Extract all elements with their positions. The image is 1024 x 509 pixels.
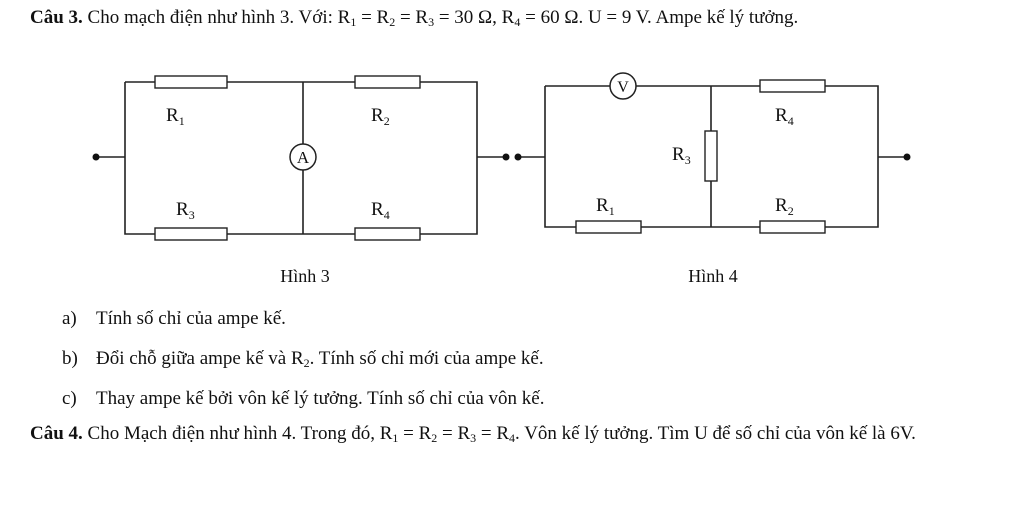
q4-text: = R	[437, 423, 471, 444]
fig4-label-r3: R3	[672, 144, 691, 167]
fig3-label-r3: R3	[176, 199, 195, 222]
q4-text: = R	[476, 423, 510, 444]
q3-text: Cho mạch điện như hình 3. Với: R	[82, 7, 351, 28]
fig3-resistor-r4	[354, 227, 421, 241]
q3-text: = R	[356, 7, 390, 28]
fig4-resistor-r2	[759, 220, 826, 234]
fig3-resistor-r3	[154, 227, 228, 241]
fig3-label-r4: R4	[371, 199, 390, 222]
q4-sub: 2	[431, 431, 438, 445]
fig4-label-r4: R4	[775, 105, 794, 128]
fig4-resistor-r4	[759, 79, 826, 93]
fig3-label-r2: R2	[371, 105, 390, 128]
voltmeter-label: V	[617, 79, 629, 96]
ammeter-label: A	[297, 148, 310, 167]
item-a-label: a)	[62, 308, 77, 329]
item-b-text: Đổi chỗ giữa ampe kế và R	[96, 348, 304, 369]
figure-3-circuit: A R1 R2 R3 R4 Hình 3	[92, 75, 510, 286]
q3-sub: 1	[350, 15, 357, 29]
fig3-terminal-right	[502, 153, 510, 161]
q4-text: . Vôn kế lý tưởng. Tìm U để số chỉ của v…	[515, 423, 916, 444]
fig4-terminal-right	[903, 153, 911, 161]
q4-sub: 4	[509, 431, 516, 445]
fig4-resistor-r1	[575, 220, 642, 234]
item-b-text: . Tính số chỉ mới của ampe kế.	[309, 348, 544, 369]
voltmeter-symbol	[609, 72, 637, 100]
fig4-label-r2: R2	[775, 195, 794, 218]
item-c-label: c)	[62, 388, 77, 409]
item-a-text: Tính số chỉ của ampe kế.	[96, 308, 286, 329]
ammeter-symbol	[289, 143, 317, 171]
q3-text: = 60 Ω. U = 9 V. Ampe kế lý tưởng.	[520, 7, 799, 28]
q4-sub: 3	[470, 431, 477, 445]
item-b: b) Đổi chỗ giữa ampe kế và R2. Tính số ch…	[62, 346, 544, 386]
item-b-label: b)	[62, 348, 78, 369]
q3-sub: 2	[389, 15, 396, 29]
figure-4-circuit: V R4 R3 R1 R2 Hình 4	[514, 72, 911, 286]
fig3-terminal-left	[92, 153, 100, 161]
fig3-caption: Hình 3	[280, 266, 330, 286]
item-b-sub: 2	[303, 356, 310, 370]
item-a: a) Tính số chỉ của ampe kế.	[62, 306, 544, 346]
item-c: c) Thay ampe kế bởi vôn kế lý tưởng. Tính…	[62, 386, 544, 426]
fig4-label-r1: R1	[596, 195, 615, 218]
fig4-resistor-r3	[704, 130, 718, 182]
fig4-terminal-left	[514, 153, 522, 161]
q3-text: = 30 Ω, R	[434, 7, 515, 28]
question-3-items: a) Tính số chỉ của ampe kế. b) Đổi chỗ giữ…	[62, 306, 544, 426]
fig4-caption: Hình 4	[688, 266, 738, 286]
question-4: Câu 4. Cho Mạch điện như hình 4. Trong đ…	[30, 420, 990, 447]
q4-text: = R	[398, 423, 432, 444]
q3-sub: 3	[428, 15, 435, 29]
fig3-resistor-r2	[354, 75, 421, 89]
question-4-label: Câu 4.	[30, 423, 83, 444]
question-3-label: Câu 3.	[30, 7, 83, 28]
question-3: Câu 3. Cho mạch điện như hình 3. Với: R1…	[30, 4, 990, 31]
q4-text: Cho Mạch điện như hình 4. Trong đó, R	[82, 423, 393, 444]
fig3-resistor-r1	[154, 75, 228, 89]
q4-sub: 1	[392, 431, 399, 445]
q3-sub: 4	[514, 15, 521, 29]
fig3-label-r1: R1	[166, 105, 185, 128]
q3-text: = R	[395, 7, 429, 28]
item-c-text: Thay ampe kế bởi vôn kế lý tưởng. Tính s…	[96, 388, 545, 409]
